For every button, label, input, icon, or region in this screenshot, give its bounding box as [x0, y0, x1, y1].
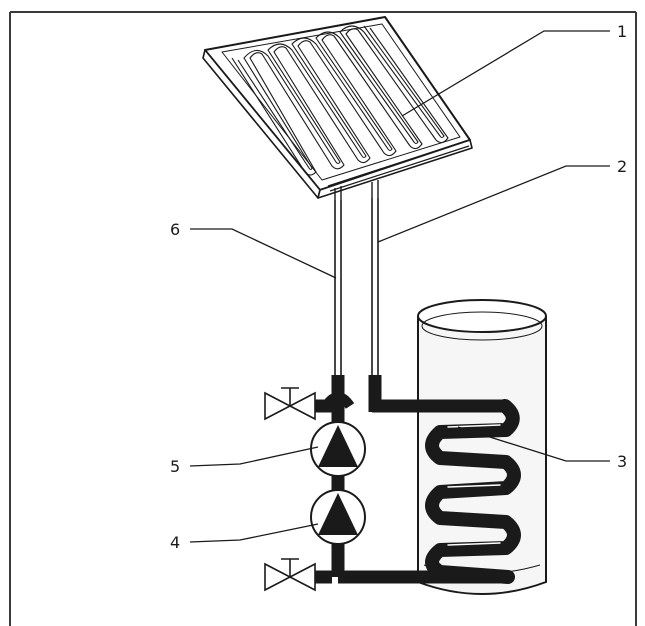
- return-pipe: [334, 200, 342, 375]
- callout-2: 2: [617, 157, 627, 176]
- callout-4: 4: [170, 533, 180, 552]
- diagram-border: [9, 11, 637, 626]
- lower-valve: [264, 558, 316, 592]
- solar-collector: [202, 16, 473, 200]
- callout-3: 3: [617, 452, 627, 471]
- heat-exchanger-coil: [425, 399, 521, 584]
- callout-5: 5: [170, 457, 180, 476]
- pipe-crossover: [321, 392, 355, 409]
- lower-pump: [310, 489, 366, 545]
- upper-pump: [310, 421, 366, 477]
- flow-pipe: [371, 198, 379, 375]
- callout-1: 1: [617, 22, 627, 41]
- callout-6: 6: [170, 220, 180, 239]
- leader-lines: [189, 30, 610, 543]
- upper-valve: [264, 387, 316, 421]
- coil-highlight: [447, 424, 501, 546]
